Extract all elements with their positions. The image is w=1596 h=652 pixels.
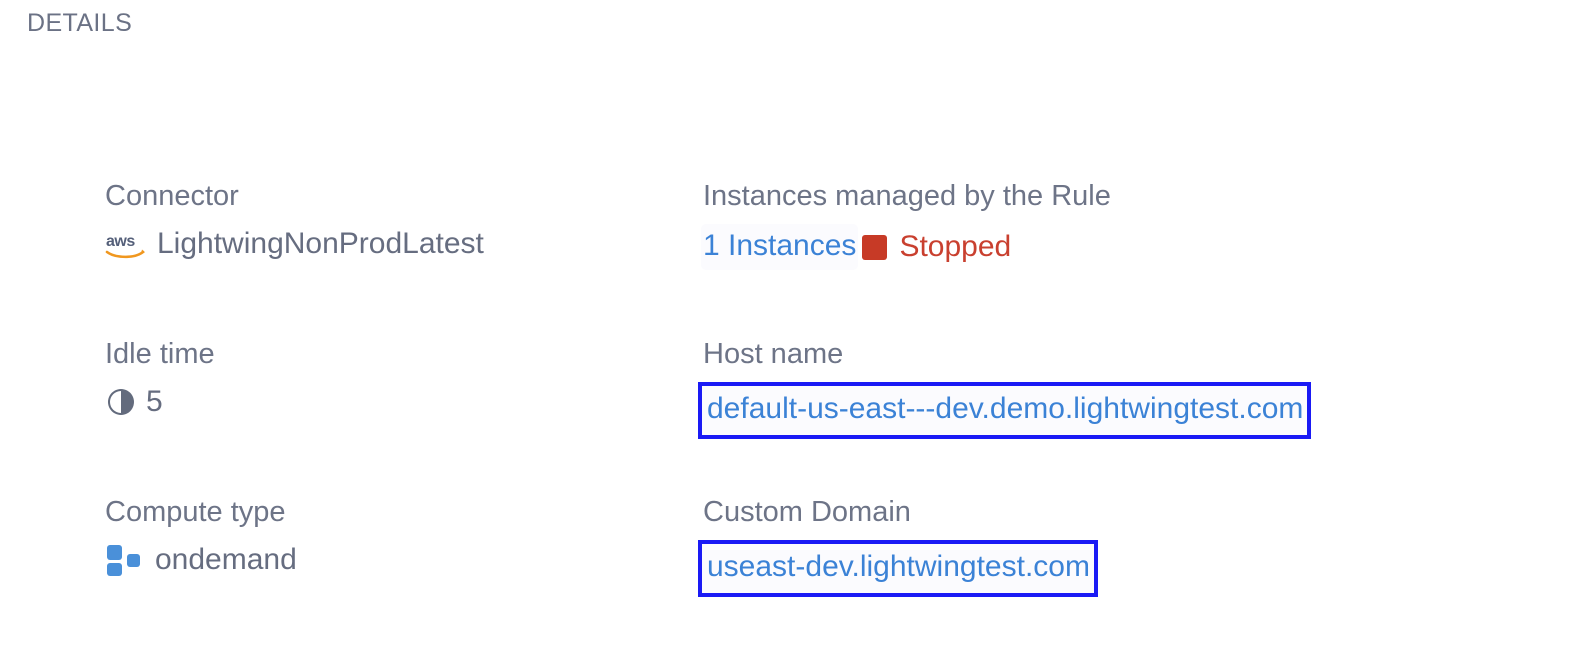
field-host-name: Host name default-us-east---dev.demo.lig… bbox=[698, 336, 1312, 439]
instances-count-chip[interactable]: 1 Instances bbox=[701, 224, 859, 270]
details-row-1: Connector aws LightwingNonProdLatest Ins… bbox=[0, 178, 1596, 336]
field-host-name-value: default-us-east---dev.demo.lightwingtest… bbox=[698, 382, 1312, 439]
compute-blocks-icon bbox=[105, 543, 145, 577]
field-connector-value: aws LightwingNonProdLatest bbox=[105, 224, 484, 264]
field-connector-label: Connector bbox=[105, 180, 239, 212]
field-idle-time-value: 5 bbox=[105, 382, 215, 422]
status-badge: Stopped bbox=[899, 230, 1012, 263]
host-name-link[interactable]: default-us-east---dev.demo.lightwingtest… bbox=[707, 392, 1304, 425]
details-row-3: Compute type ondemand Custom Domain bbox=[0, 494, 1596, 652]
field-compute-type: Compute type ondemand bbox=[105, 494, 297, 580]
field-custom-domain: Custom Domain useast-dev.lightwingtest.c… bbox=[698, 494, 1098, 597]
stopped-square-icon bbox=[862, 234, 888, 260]
field-compute-type-label: Compute type bbox=[105, 496, 286, 528]
field-compute-type-text: ondemand bbox=[155, 543, 297, 576]
custom-domain-highlight-box: useast-dev.lightwingtest.com bbox=[698, 540, 1098, 597]
svg-text:aws: aws bbox=[106, 233, 135, 250]
field-idle-time: Idle time 5 bbox=[105, 336, 215, 422]
aws-logo-icon: aws bbox=[105, 229, 147, 259]
field-connector-text: LightwingNonProdLatest bbox=[157, 227, 484, 260]
clock-pie-icon bbox=[105, 386, 137, 418]
field-instances-managed-value: 1 Instances Stopped bbox=[701, 224, 1111, 270]
custom-domain-link[interactable]: useast-dev.lightwingtest.com bbox=[707, 550, 1090, 583]
field-idle-time-text: 5 bbox=[146, 385, 163, 418]
field-idle-time-label: Idle time bbox=[105, 338, 215, 370]
host-name-highlight-box: default-us-east---dev.demo.lightwingtest… bbox=[698, 382, 1312, 439]
instances-count-link[interactable]: 1 Instances bbox=[703, 229, 857, 262]
field-host-name-label: Host name bbox=[703, 338, 844, 370]
details-field-grid: Connector aws LightwingNonProdLatest Ins… bbox=[0, 178, 1596, 652]
field-connector: Connector aws LightwingNonProdLatest bbox=[105, 178, 484, 264]
page-title: DETAILS bbox=[27, 9, 133, 37]
field-custom-domain-label: Custom Domain bbox=[703, 496, 911, 528]
details-row-2: Idle time 5 Host name de bbox=[0, 336, 1596, 494]
instance-status: Stopped bbox=[862, 227, 1011, 267]
field-compute-type-value: ondemand bbox=[105, 540, 297, 580]
field-custom-domain-value: useast-dev.lightwingtest.com bbox=[698, 540, 1098, 597]
field-instances-managed-label: Instances managed by the Rule bbox=[703, 180, 1111, 212]
field-instances-managed: Instances managed by the Rule 1 Instance… bbox=[701, 178, 1111, 270]
